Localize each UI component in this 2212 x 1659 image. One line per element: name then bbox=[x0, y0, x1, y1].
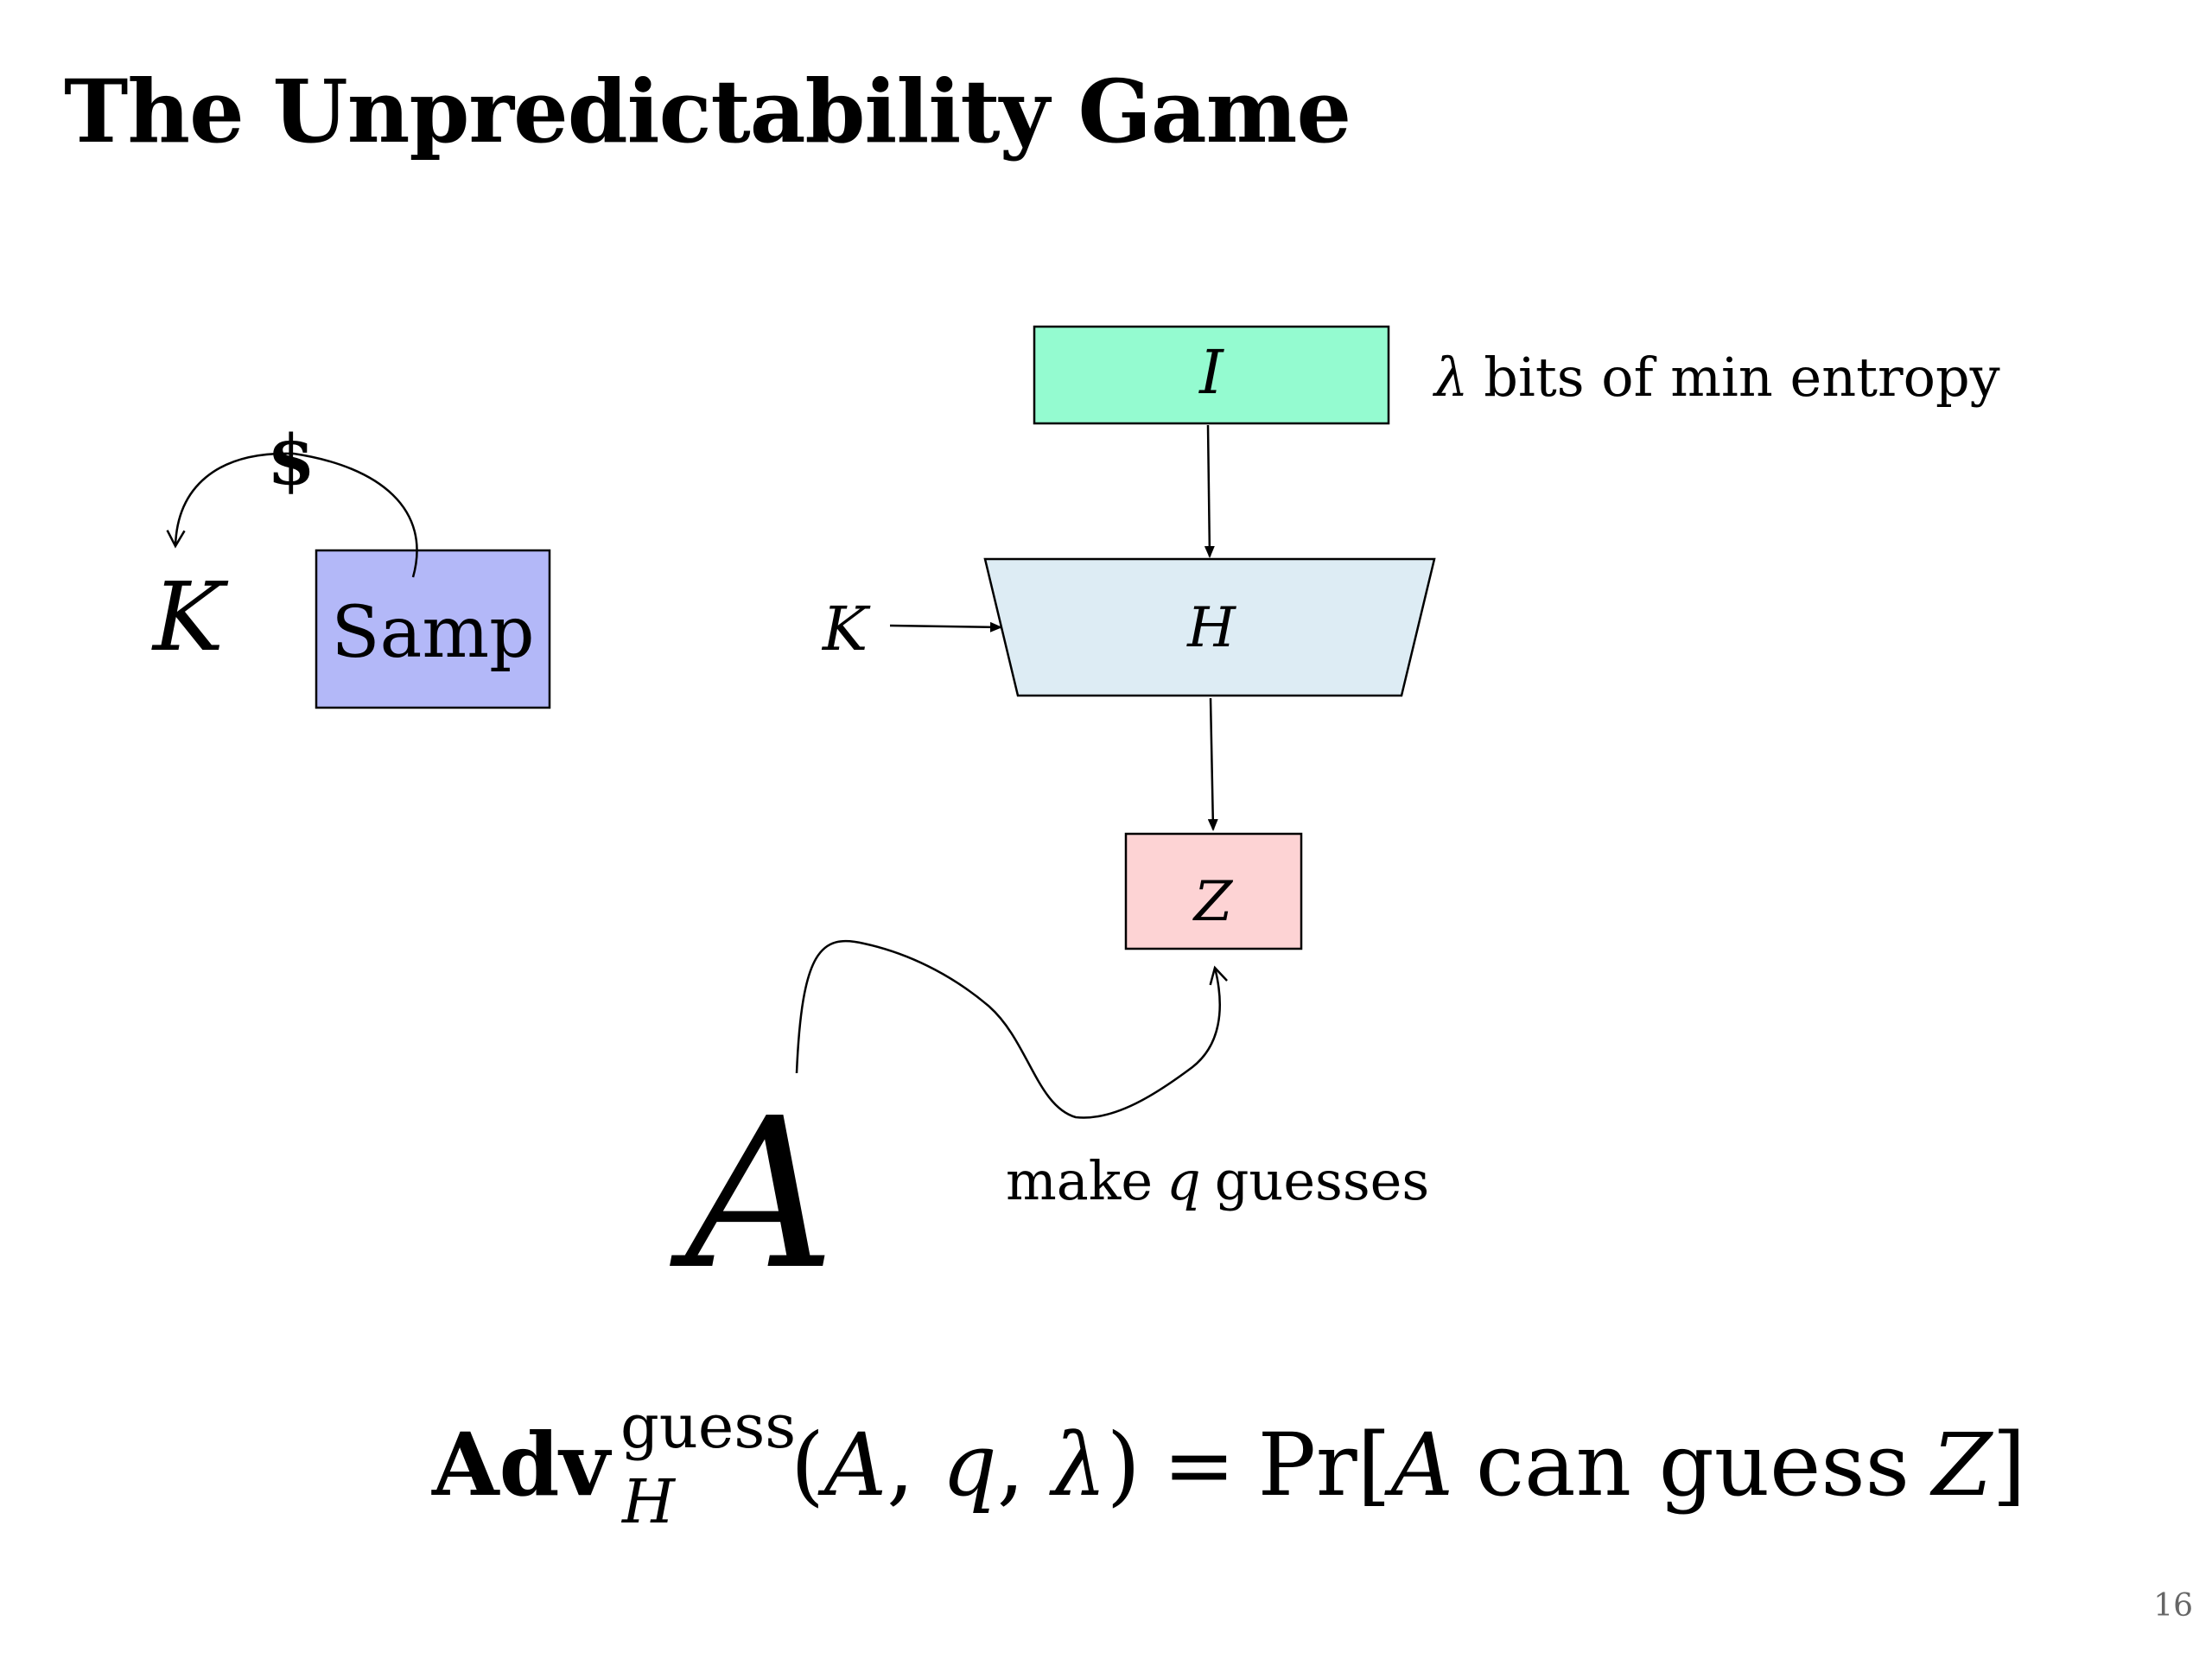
adversary-label: A bbox=[669, 1073, 835, 1315]
guess-note-var: q bbox=[1166, 1149, 1201, 1212]
formula-arg-q: q bbox=[942, 1414, 997, 1516]
input-note-text: bits of min entropy bbox=[1484, 346, 1999, 409]
hash-box bbox=[983, 557, 1436, 697]
formula-subscript: H bbox=[620, 1466, 677, 1537]
sampler-group: Samp $ K bbox=[151, 419, 551, 709]
sampled-key: K bbox=[151, 562, 229, 672]
input-label: I bbox=[1198, 337, 1224, 408]
samp-box bbox=[315, 549, 551, 709]
formula-arg-lambda: λ bbox=[1048, 1414, 1106, 1516]
formula-event-a: A bbox=[1384, 1414, 1453, 1516]
formula-bracket-open: [ bbox=[1357, 1414, 1391, 1516]
arrow-hash-to-output bbox=[1207, 697, 1218, 831]
output-box bbox=[1124, 832, 1303, 950]
samp-label: Samp bbox=[331, 592, 534, 674]
arrow-input-to-hash bbox=[1204, 424, 1215, 558]
sample-arrow bbox=[166, 452, 418, 578]
arrow-key-to-hash bbox=[889, 621, 1002, 632]
formula-paren-open: ( bbox=[791, 1414, 824, 1516]
page-number: 16 bbox=[2153, 1588, 2193, 1624]
lambda-symbol: λ bbox=[1432, 346, 1468, 409]
formula-paren-close: ) bbox=[1107, 1414, 1141, 1516]
guess-note-prefix: make bbox=[1006, 1149, 1153, 1212]
formula-event-text: can guess bbox=[1476, 1414, 1910, 1516]
slide-title: The Unpredictability Game bbox=[64, 60, 1351, 162]
formula-equals: = bbox=[1163, 1414, 1236, 1516]
coin-symbol: $ bbox=[267, 419, 315, 500]
formula-comma-2: , bbox=[997, 1414, 1052, 1516]
input-note: λ bits of min entropy bbox=[1432, 346, 2000, 409]
formula-arg-a: A bbox=[817, 1414, 887, 1516]
guess-note-suffix: guesses bbox=[1215, 1149, 1429, 1212]
guess-arrow bbox=[795, 939, 1228, 1119]
formula-superscript: guess bbox=[620, 1391, 796, 1462]
formula-adv: Adv bbox=[431, 1414, 613, 1516]
hash-label: H bbox=[1186, 596, 1236, 660]
formula-event-z: Z bbox=[1929, 1414, 1993, 1516]
input-box bbox=[1033, 325, 1390, 425]
formula-comma-1: , bbox=[887, 1414, 942, 1516]
key-input-label: K bbox=[821, 594, 871, 664]
formula-pr: Pr bbox=[1258, 1414, 1357, 1516]
formula-bracket-close: ] bbox=[1992, 1414, 2025, 1516]
output-label: Z bbox=[1192, 870, 1234, 934]
